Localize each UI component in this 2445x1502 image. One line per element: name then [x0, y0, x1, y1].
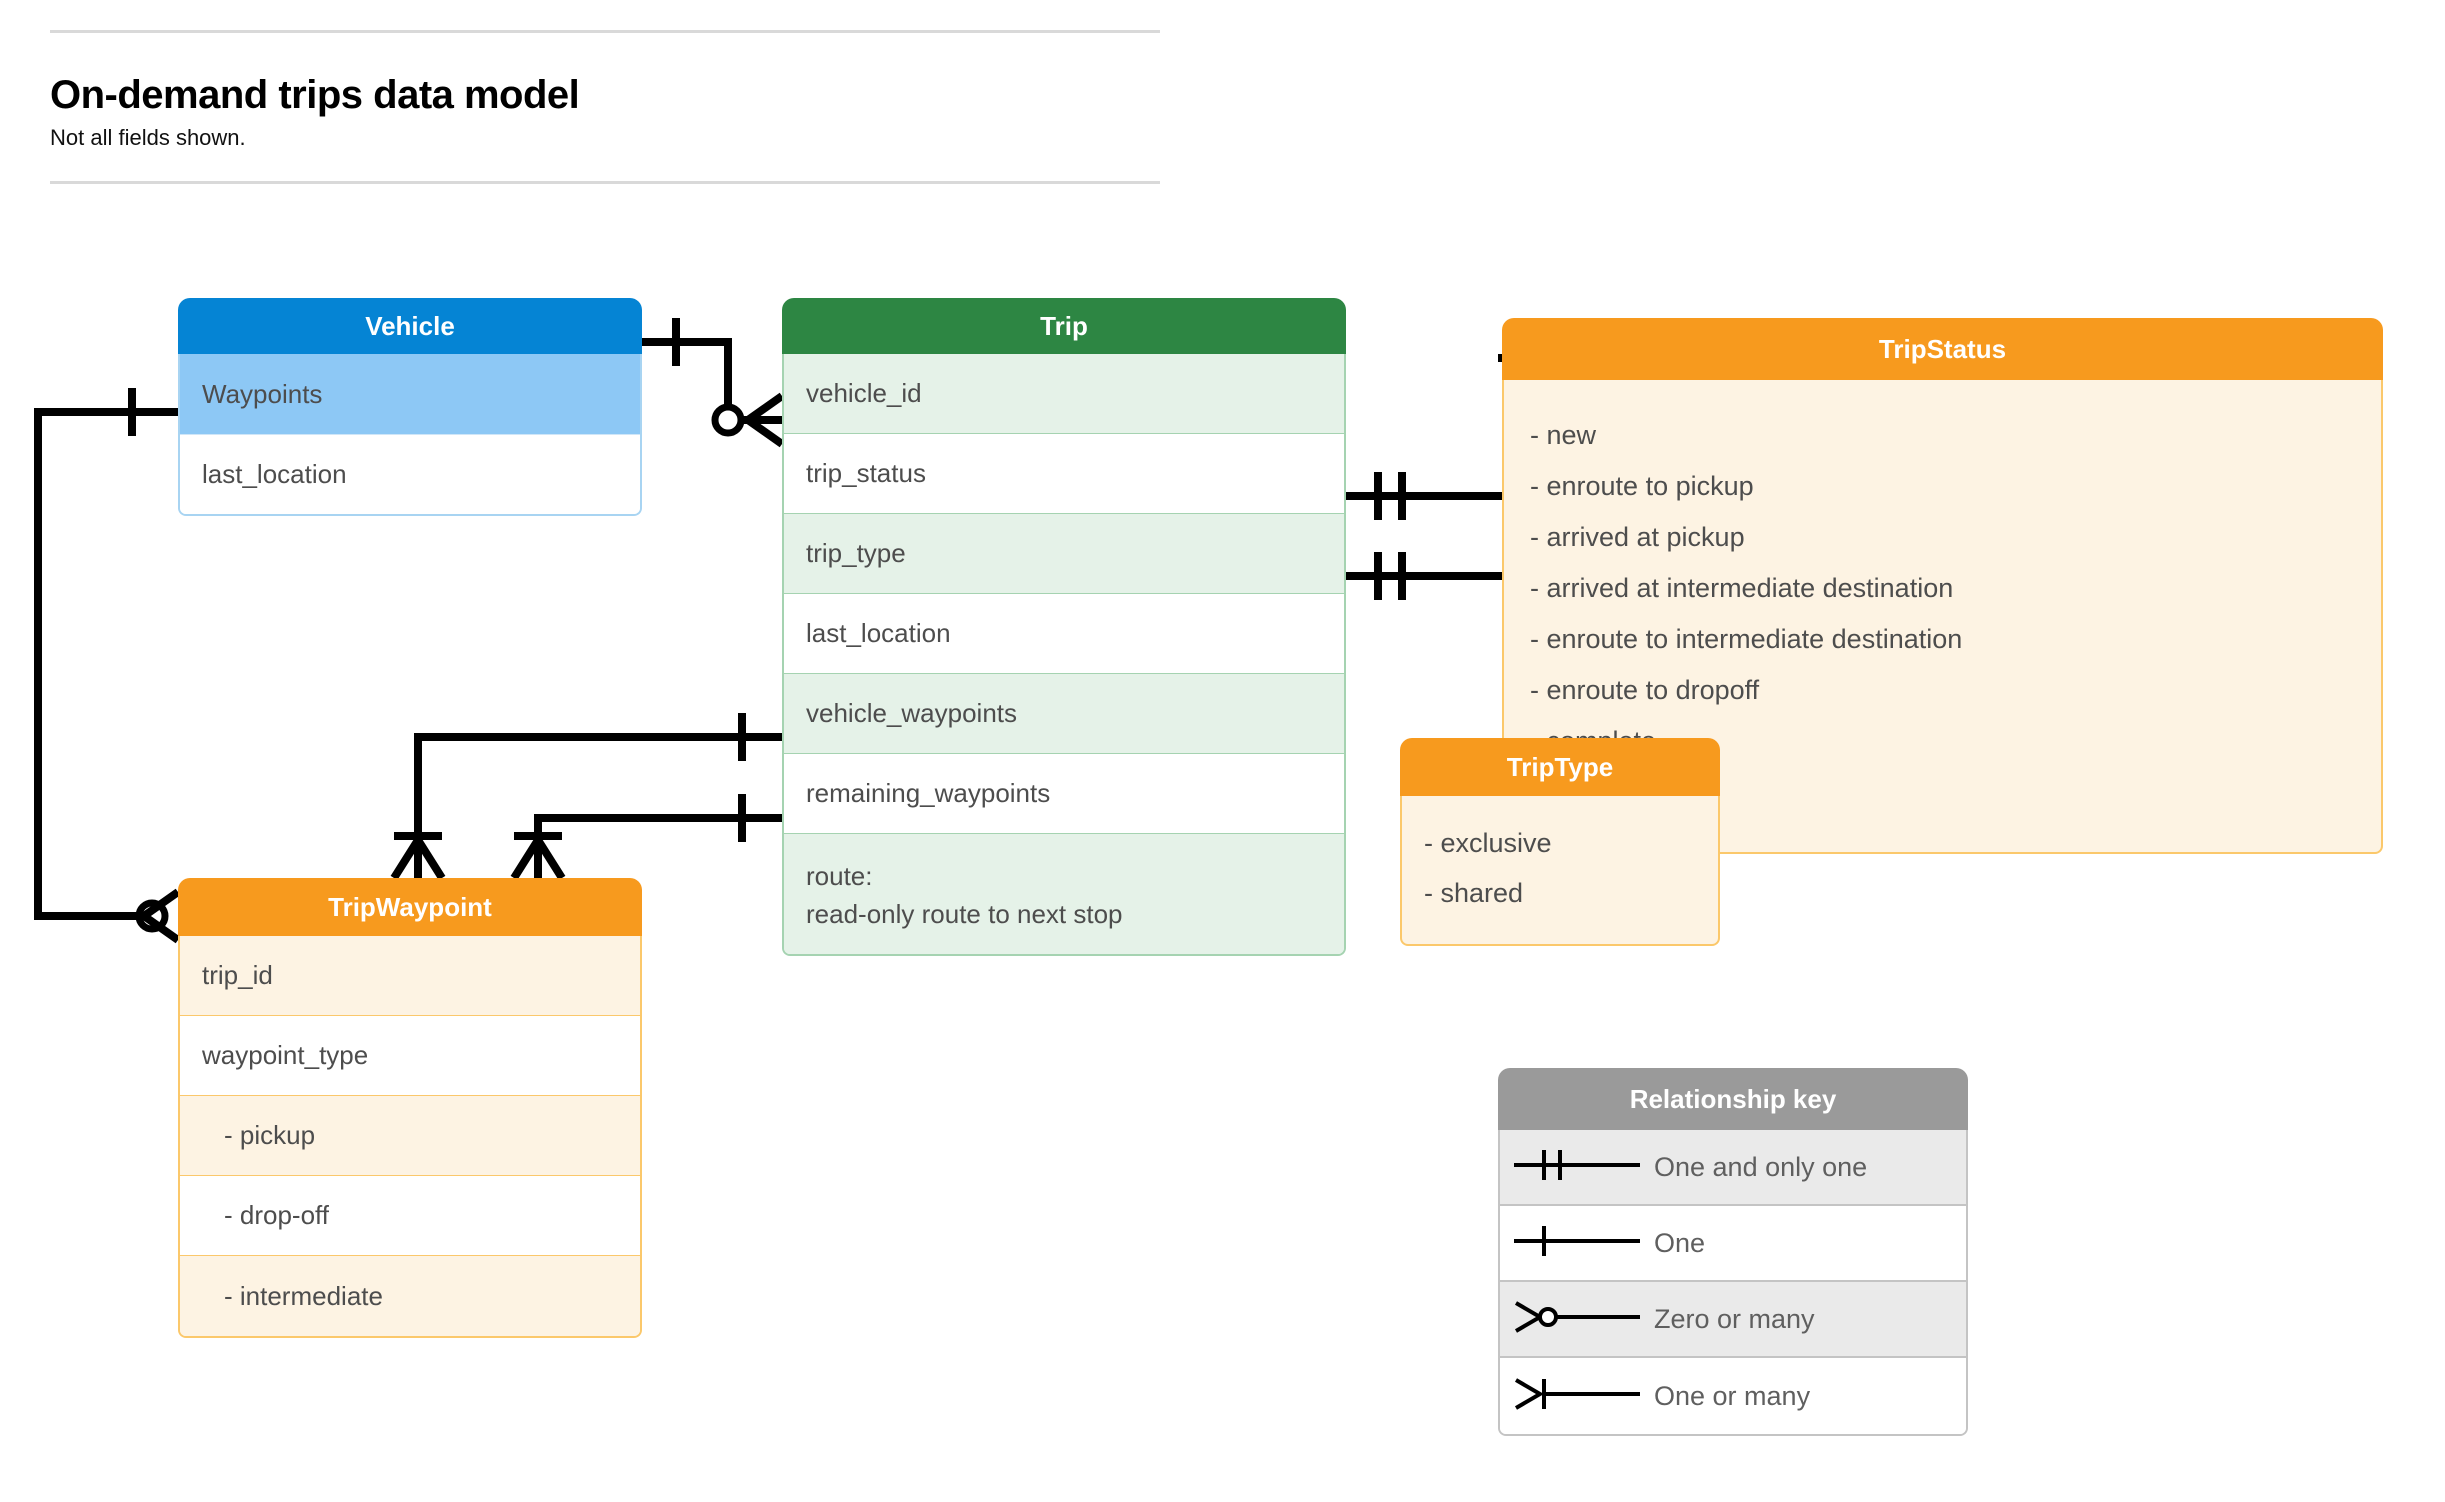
zero-or-many-icon — [1500, 1295, 1654, 1344]
legend-row: One — [1500, 1206, 1966, 1282]
enum-value: - enroute to pickup — [1530, 471, 1754, 501]
entity-tripwaypoint-fields: trip_id waypoint_type - pickup - drop-of… — [178, 936, 642, 1338]
entity-triptype-title: TripType — [1400, 738, 1720, 796]
connector-vehicle-to-trip — [638, 318, 785, 448]
legend-label: Zero or many — [1654, 1303, 1815, 1334]
enum-value: - enroute to dropoff — [1530, 675, 1760, 705]
header-bottom-rule — [50, 181, 1160, 184]
one-or-many-icon — [1500, 1372, 1654, 1421]
legend-label: One and only one — [1654, 1151, 1868, 1182]
entity-triptype-values: - exclusive - shared — [1400, 796, 1720, 946]
entity-vehicle[interactable]: Vehicle Waypoints last_location — [178, 298, 642, 516]
route-description: read-only route to next stop — [806, 898, 1123, 929]
field-row-enum[interactable]: - drop-off — [180, 1176, 640, 1256]
connector-vehicle-waypoints-to-tripwaypoint — [34, 388, 182, 944]
field-row[interactable]: last_location — [784, 594, 1344, 674]
legend-label: One — [1654, 1227, 1706, 1258]
connector-trip-remaining-waypoints-to-tripwaypoint — [510, 794, 786, 881]
entity-triptype[interactable]: TripType - exclusive - shared — [1400, 738, 1720, 946]
enum-value: - new — [1530, 420, 1597, 450]
field-row[interactable]: vehicle_waypoints — [784, 674, 1344, 754]
field-row-enum[interactable]: - pickup — [180, 1096, 640, 1176]
legend-label: One or many — [1654, 1380, 1811, 1411]
enum-value: - arrived at pickup — [1530, 522, 1745, 552]
page-title: On-demand trips data model — [50, 73, 580, 117]
entity-tripwaypoint-title: TripWaypoint — [178, 878, 642, 936]
entity-trip-fields: vehicle_id trip_status trip_type last_lo… — [782, 354, 1346, 956]
enum-value: - arrived at intermediate destination — [1530, 573, 1954, 603]
entity-tripstatus-title: TripStatus — [1502, 318, 2383, 380]
field-row[interactable]: Waypoints — [180, 354, 640, 434]
relationship-key-legend[interactable]: Relationship key One and only one One — [1498, 1068, 1968, 1436]
enum-value: - shared — [1424, 878, 1524, 908]
header-top-rule — [50, 30, 1160, 33]
field-row-route[interactable]: route: read-only route to next stop — [784, 834, 1344, 954]
enum-value: - enroute to intermediate destination — [1530, 624, 1963, 654]
entity-vehicle-title: Vehicle — [178, 298, 642, 354]
enum-value: - exclusive — [1424, 828, 1552, 858]
entity-trip[interactable]: Trip vehicle_id trip_status trip_type la… — [782, 298, 1346, 956]
page-header: On-demand trips data model Not all field… — [50, 30, 1160, 184]
field-row[interactable]: waypoint_type — [180, 1016, 640, 1096]
route-label: route: — [806, 861, 873, 891]
one-and-only-one-icon — [1500, 1143, 1654, 1192]
field-row[interactable]: last_location — [180, 434, 640, 514]
field-row[interactable]: trip_id — [180, 936, 640, 1016]
entity-trip-title: Trip — [782, 298, 1346, 354]
field-row[interactable]: remaining_waypoints — [784, 754, 1344, 834]
legend-row: One and only one — [1500, 1130, 1966, 1206]
legend-title: Relationship key — [1498, 1068, 1968, 1130]
legend-row: Zero or many — [1500, 1282, 1966, 1358]
field-row[interactable]: vehicle_id — [784, 354, 1344, 434]
page-subtitle: Not all fields shown. — [50, 125, 246, 150]
field-row[interactable]: trip_status — [784, 434, 1344, 514]
field-row-enum[interactable]: - intermediate — [180, 1256, 640, 1336]
entity-tripwaypoint[interactable]: TripWaypoint trip_id waypoint_type - pic… — [178, 878, 642, 1338]
legend-row: One or many — [1500, 1358, 1966, 1434]
one-icon — [1500, 1219, 1654, 1268]
connector-trip-vehicle-waypoints-to-tripwaypoint — [390, 713, 786, 881]
field-row[interactable]: trip_type — [784, 514, 1344, 594]
entity-vehicle-fields: Waypoints last_location — [178, 354, 642, 516]
legend-rows: One and only one One Zero or many — [1498, 1130, 1968, 1436]
